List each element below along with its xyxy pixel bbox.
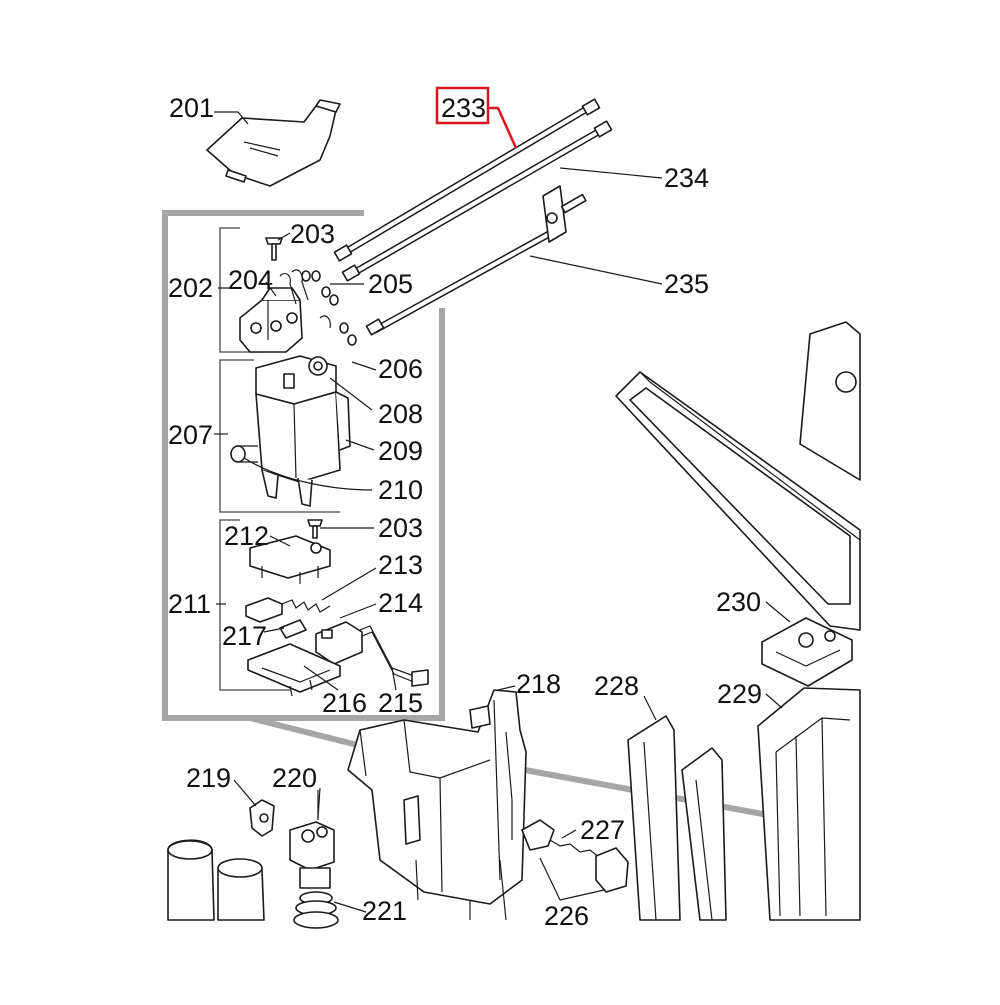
label-214: 214 — [378, 588, 423, 618]
part-203-screw-lower — [307, 519, 323, 539]
label-228: 228 — [594, 671, 639, 701]
highlight-leader-233 — [488, 106, 518, 149]
highlight-box-233 — [435, 86, 490, 125]
part-221-spring — [293, 891, 339, 929]
part-228-bar — [627, 715, 727, 921]
part-230-latch — [761, 617, 853, 687]
label-213: 213 — [378, 550, 423, 580]
part-212-plate — [249, 535, 331, 584]
part-203-screw-top — [265, 237, 283, 261]
part-204-block — [239, 287, 303, 353]
part-226-227-element — [499, 819, 629, 921]
leader-lines — [214, 111, 791, 913]
part-217-holder — [279, 619, 307, 639]
label-207: 207 — [168, 420, 213, 450]
part-217-clip — [245, 597, 283, 623]
part-233-rod — [333, 98, 601, 262]
part-235-rod — [365, 185, 587, 336]
part-220-valve — [289, 787, 335, 889]
group-207-bracket — [219, 359, 340, 513]
label-204: 204 — [228, 265, 273, 295]
part-234-rod — [341, 120, 613, 282]
part-216-base — [247, 643, 341, 697]
part-215-cable — [359, 625, 429, 687]
label-212: 212 — [224, 521, 269, 551]
label-220: 220 — [272, 763, 317, 793]
group-211-bracket — [219, 519, 290, 691]
label-215: 215 — [378, 688, 423, 718]
part-201-cover — [206, 99, 341, 187]
label-230: 230 — [716, 587, 761, 617]
part-205-orings — [301, 270, 357, 346]
label-205: 205 — [368, 269, 413, 299]
part-pins — [279, 269, 331, 329]
label-234: 234 — [664, 163, 709, 193]
part-219-clip — [249, 799, 275, 837]
label-227: 227 — [580, 815, 625, 845]
group-202-bracket — [219, 227, 262, 353]
label-203-top: 203 — [290, 219, 335, 249]
label-208: 208 — [378, 399, 423, 429]
label-210: 210 — [378, 475, 423, 505]
label-226: 226 — [544, 901, 589, 931]
part-229-frame — [757, 687, 861, 921]
label-235: 235 — [664, 269, 709, 299]
label-216: 216 — [322, 688, 367, 718]
part-front-frame — [615, 321, 861, 631]
label-233: 233 — [441, 93, 486, 123]
label-209: 209 — [378, 436, 423, 466]
part-218-housing — [347, 689, 527, 920]
label-219: 219 — [186, 763, 231, 793]
label-206: 206 — [378, 354, 423, 384]
label-202: 202 — [168, 273, 213, 303]
part-tanks — [167, 839, 265, 921]
label-201: 201 — [169, 93, 214, 123]
label-218: 218 — [516, 669, 561, 699]
label-211: 211 — [168, 589, 211, 619]
part-213-spring — [281, 599, 331, 613]
label-203-lower: 203 — [378, 513, 423, 543]
label-217: 217 — [222, 621, 267, 651]
part-209-housing — [230, 391, 351, 507]
detail-frame — [162, 210, 769, 818]
label-221: 221 — [362, 896, 407, 926]
label-229: 229 — [717, 679, 762, 709]
part-214-board — [315, 621, 363, 665]
